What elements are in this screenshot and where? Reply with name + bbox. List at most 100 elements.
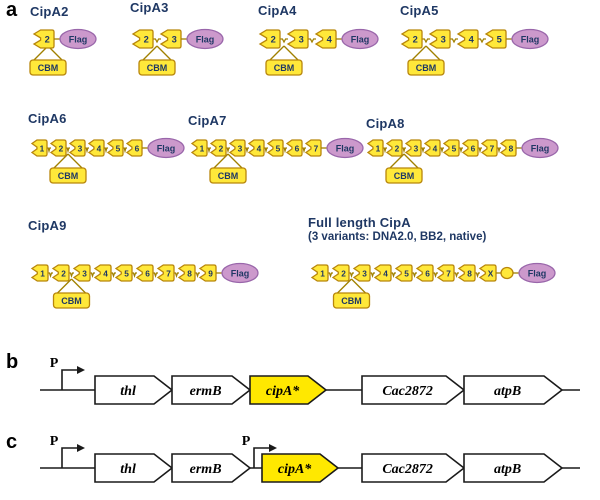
cbm-connector [337,278,352,294]
cohesin-module-5 [106,139,124,157]
gene-arrow-atpb [463,453,564,483]
linker-line [478,38,486,44]
x-dockerin-module [500,266,514,280]
cohesin-module-2 [331,264,350,282]
module-number: 2 [59,144,64,154]
module-number: 2 [45,35,50,45]
construct-label-cipa7: CipA7 [188,113,227,128]
linker-line [207,147,211,154]
cbm-connector [142,45,158,61]
module-number: 6 [425,269,430,279]
cohesin-module-9 [198,264,217,282]
linker-line [104,147,108,154]
flag-tag [518,262,556,284]
module-number: 3 [414,144,419,154]
cohesin-module-6 [285,139,303,157]
panel-a-label: a [6,0,18,21]
cbm-connector [389,153,405,169]
linker-line [69,272,74,279]
promoter-arrowhead-icon [77,366,85,374]
gene-arrow-cipa [249,375,328,405]
gene-arrow-ermb [171,375,252,405]
linker-line [111,272,116,279]
linker-line [422,38,430,44]
gene-arrow-cac2872 [361,453,466,483]
cbm-connector [351,278,366,294]
linker-line [226,147,230,154]
cohesin-module-1 [366,139,384,157]
flag-tag [147,137,185,159]
cohesin-module-4 [93,264,112,282]
module-number: 2 [61,269,66,279]
linker-line [454,272,459,279]
cohesin-module-1 [310,264,329,282]
cbm-domain [138,59,176,76]
cbm-label: CBM [218,171,239,181]
module-number: 4 [257,144,262,154]
cohesin-module-7 [156,264,175,282]
cohesin-module-2 [209,139,227,157]
cbm-connector [269,45,285,61]
module-number: 8 [187,269,192,279]
cohesin-module-8 [499,139,517,157]
promoter-label: P [50,434,59,449]
linker-line [459,147,463,154]
cbm-label: CBM [341,296,362,306]
flag-label: Flag [157,144,176,154]
linker-line [478,147,482,154]
flag-label: Flag [231,269,250,279]
cbm-domain [49,167,87,184]
cohesin-module-3 [68,139,86,157]
gene-label-cipa: cipA* [278,462,312,477]
construct-label-cipa2: CipA2 [30,4,69,19]
cohesin-module-7 [436,264,455,282]
flag-label: Flag [351,35,370,45]
gene-arrow-cac2872 [361,375,466,405]
cohesin-module-7 [304,139,322,157]
cbm-domain [209,167,247,184]
cbm-connector [67,153,83,169]
flag-label: Flag [528,269,547,279]
construct-label-cipa3: CipA3 [130,0,169,15]
module-number: X [488,269,494,279]
cohesin-module-4 [247,139,265,157]
cohesin-module-8 [177,264,196,282]
flag-label: Flag [69,35,88,45]
cbm-domain [265,59,303,76]
cohesin-module-2 [400,29,423,49]
construct-sublabel-full-length: (3 variants: DNA2.0, BB2, native) [308,231,487,243]
cbm-label: CBM [274,63,295,73]
cohesin-module-4 [314,29,337,49]
construct-label-cipa6: CipA6 [28,111,67,126]
cohesin-module-1 [30,139,48,157]
module-number: 5 [124,269,129,279]
promoter-label: P [242,434,251,449]
flag-tag [521,137,559,159]
linker-line [283,147,287,154]
cbm-label: CBM [61,296,82,306]
cohesin-module-5 [442,139,460,157]
gene-label-thl: thl [120,462,136,477]
gene-label-ermb: ermB [190,462,222,477]
promoter-arrowhead-icon [269,444,277,452]
cohesin-module-3 [228,139,246,157]
cohesin-module-2 [131,29,154,49]
cbm-domain [29,59,67,76]
module-number: 3 [82,269,87,279]
cbm-connector [283,45,299,61]
module-number: 7 [166,269,171,279]
promoter-arrowhead-icon [77,444,85,452]
construct-label-cipa4: CipA4 [258,3,297,18]
module-number: 2 [271,35,276,45]
construct-label-cipa8: CipA8 [366,116,405,131]
cohesin-module-3 [286,29,309,49]
cohesin-module-8 [457,264,476,282]
cohesin-module-2 [385,139,403,157]
linker-line [412,272,417,279]
module-number: 6 [471,144,476,154]
